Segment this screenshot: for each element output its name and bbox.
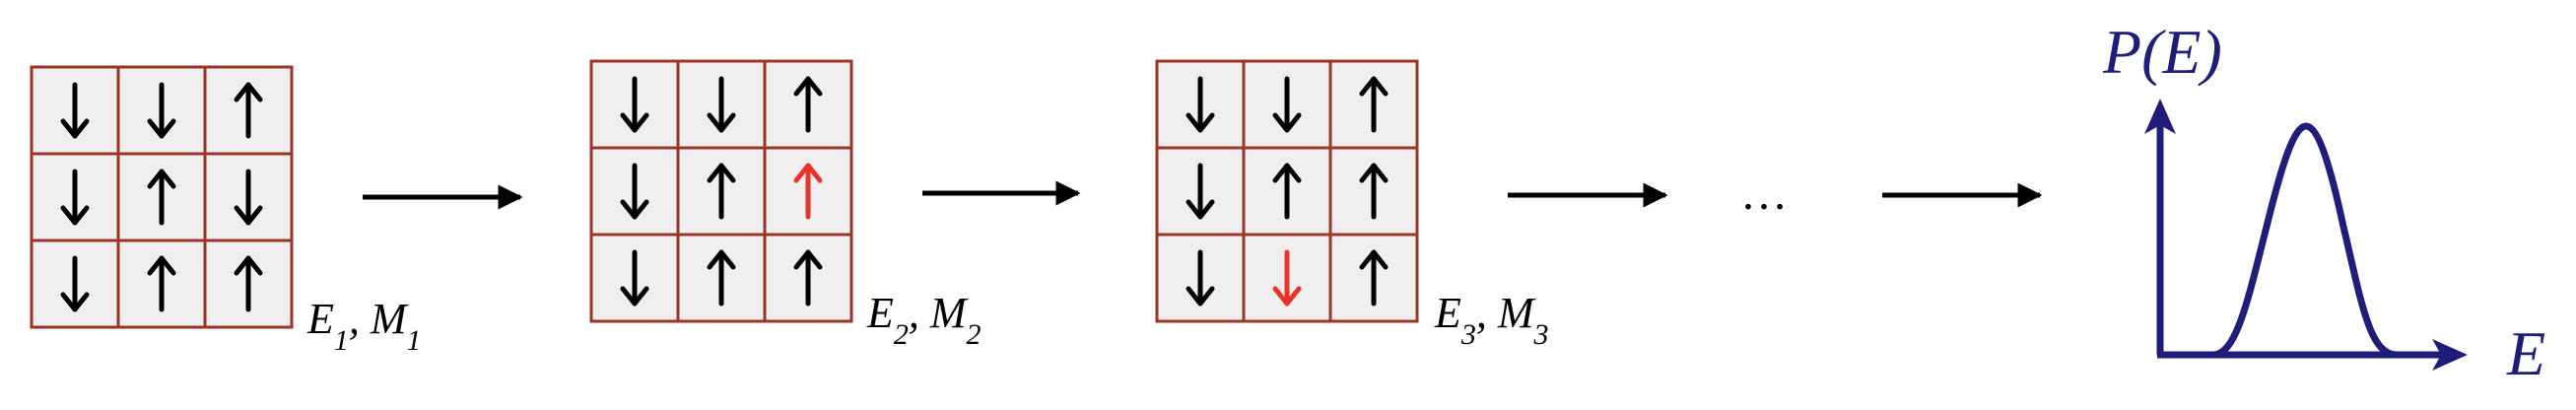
spin-down-arrow xyxy=(60,255,90,312)
y-axis-label: P(E) xyxy=(2102,17,2222,87)
x-axis-label: E xyxy=(2506,318,2545,388)
lattice-frame xyxy=(30,65,294,329)
flipped-spin-down-arrow xyxy=(1272,249,1302,307)
spin-up-arrow xyxy=(793,76,823,133)
spin-up-arrow xyxy=(1272,163,1302,220)
spin-down-arrow xyxy=(620,163,649,220)
lattice-state-1 xyxy=(30,65,294,329)
state-2-label: E2, M2 xyxy=(866,289,982,351)
lattice-cell xyxy=(1242,146,1332,237)
spin-up-arrow xyxy=(234,82,263,139)
spin-up-arrow xyxy=(147,169,176,226)
spin-down-arrow xyxy=(620,76,649,133)
spin-up-arrow xyxy=(1359,163,1389,220)
spin-up-arrow xyxy=(1359,249,1389,307)
state-3-label: E3, M3 xyxy=(1434,289,1549,351)
spin-down-arrow xyxy=(1272,76,1302,133)
spin-up-arrow xyxy=(234,255,263,312)
distribution-curve xyxy=(2212,122,2398,359)
spin-down-arrow xyxy=(60,82,90,139)
lattice-state-2 xyxy=(589,59,853,323)
state-1-label: E1, M1 xyxy=(306,295,422,357)
energy-distribution-plot: P(E) E xyxy=(2102,17,2545,388)
spin-up-arrow xyxy=(147,255,176,312)
spin-up-arrow xyxy=(707,249,736,307)
lattice-state-3 xyxy=(1155,59,1419,323)
spin-down-arrow xyxy=(1186,163,1215,220)
spin-up-arrow xyxy=(707,163,736,220)
spin-up-arrow xyxy=(1359,76,1389,133)
lattice-cell xyxy=(763,146,853,237)
spin-up-arrow xyxy=(793,249,823,307)
ellipsis-text: … xyxy=(1740,168,1788,220)
x-axis-arrowhead xyxy=(2432,339,2468,371)
spin-down-arrow xyxy=(147,82,176,139)
spin-down-arrow xyxy=(620,249,649,307)
flipped-spin-up-arrow xyxy=(793,163,823,220)
spin-down-arrow xyxy=(1186,249,1215,307)
y-axis-arrowhead xyxy=(2144,99,2176,134)
spin-down-arrow xyxy=(234,169,263,226)
spin-down-arrow xyxy=(60,169,90,226)
lattice-frame xyxy=(1155,59,1419,323)
lattice-frame xyxy=(589,59,853,323)
spin-down-arrow xyxy=(1186,76,1215,133)
spin-down-arrow xyxy=(707,76,736,133)
